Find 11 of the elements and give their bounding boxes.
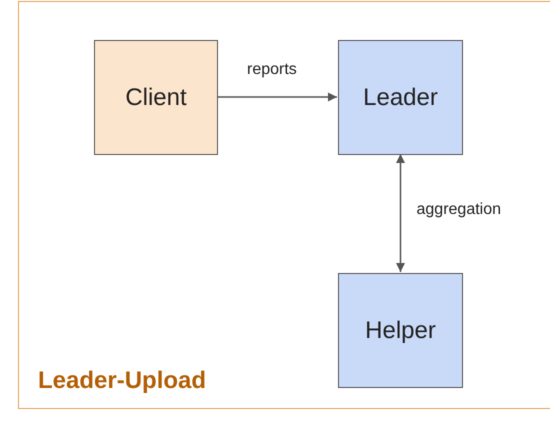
panel-frame	[18, 1, 550, 409]
node-label: Client	[125, 84, 187, 112]
edge-label: reports	[245, 61, 299, 79]
process-box	[338, 273, 463, 388]
process-box	[338, 40, 463, 155]
node-label: Leader	[363, 84, 438, 112]
arrow	[217, 92, 337, 102]
panel-label: Leader-Upload	[38, 367, 206, 395]
node-label: Helper	[365, 316, 436, 344]
process-box	[94, 40, 218, 155]
arrow	[396, 154, 405, 272]
